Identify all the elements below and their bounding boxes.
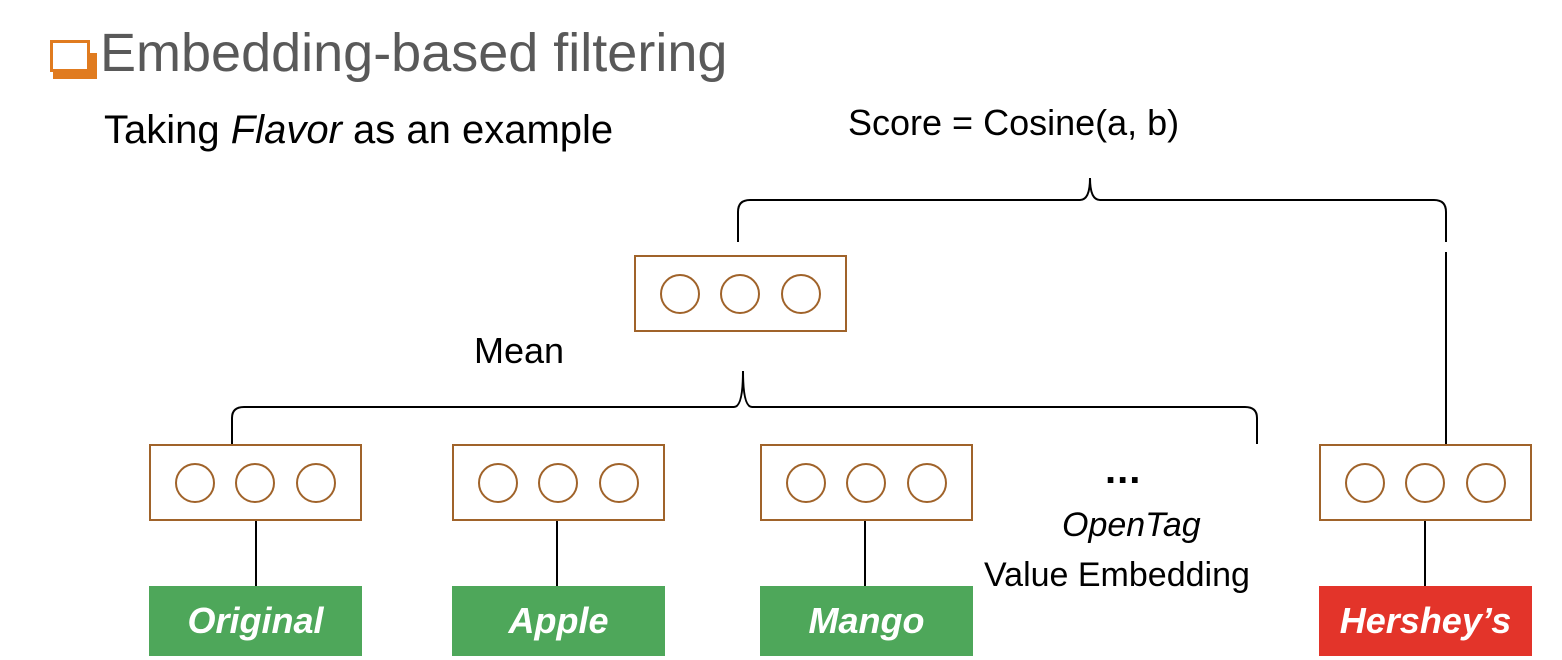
vector-cell: [906, 462, 947, 503]
vector-cell: [175, 462, 216, 503]
mean-vector: [634, 255, 847, 332]
vector-apple: [452, 444, 665, 521]
vector-cell: [1405, 462, 1446, 503]
subtitle-emphasis: Flavor: [230, 108, 342, 152]
value-label-mango: Mango: [760, 586, 973, 656]
vector-cell: [786, 462, 827, 503]
vector-cell: [720, 273, 761, 314]
score-label: Score = Cosine(a, b): [848, 102, 1180, 143]
vector-hersheys: [1319, 444, 1532, 521]
subtitle-post: as an example: [341, 108, 614, 152]
slide-subtitle: Taking Flavor as an example: [104, 108, 613, 153]
mean-brace: [231, 370, 1258, 444]
vector-cell: [660, 273, 701, 314]
slide-title: Embedding-based filtering: [100, 23, 728, 83]
vector-cell: [235, 462, 276, 503]
bullet-square-icon: [50, 40, 97, 79]
value-label-original: Original: [149, 586, 362, 656]
vector-cell: [1465, 462, 1506, 503]
value-label-hersheys: Hershey’s: [1319, 586, 1532, 656]
mean-label: Mean: [474, 330, 565, 371]
vector-cell: [478, 462, 519, 503]
vector-original: [149, 444, 362, 521]
vector-cell: [295, 462, 336, 503]
vector-cell: [780, 273, 821, 314]
value-embedding-label: Value Embedding: [984, 556, 1250, 594]
vector-cell: [598, 462, 639, 503]
opentag-label: OpenTag: [1062, 506, 1201, 544]
score-brace: [737, 177, 1447, 242]
vector-mango: [760, 444, 973, 521]
ellipsis: ...: [1105, 448, 1142, 492]
vector-cell: [538, 462, 579, 503]
subtitle-pre: Taking: [104, 108, 231, 152]
value-label-apple: Apple: [452, 586, 665, 656]
vector-cell: [846, 462, 887, 503]
vector-cell: [1345, 462, 1386, 503]
